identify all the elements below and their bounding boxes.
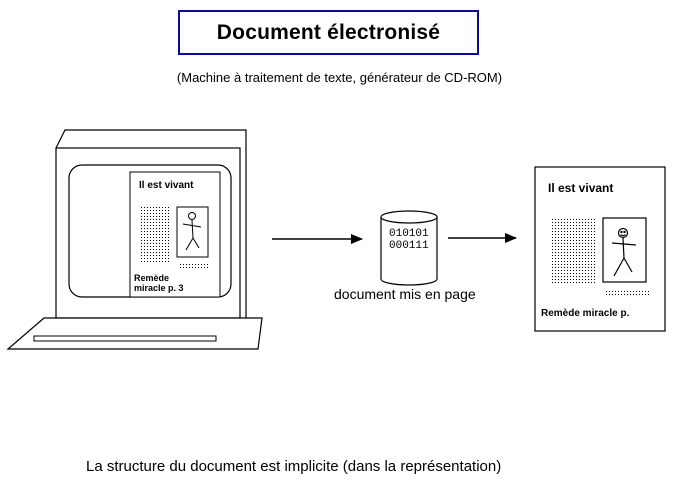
keyboard-spacebar	[33, 335, 217, 342]
printed-page-caption: Remède miracle p.	[541, 308, 630, 319]
computer-illustration: Il est vivant Remède miracle p. 3	[6, 129, 263, 350]
printed-text-block	[551, 218, 595, 284]
database-label-clip: document mis en page	[334, 286, 476, 302]
screen-text-block	[139, 207, 170, 262]
screen-image-caption-dots	[178, 262, 209, 268]
diagram-title: Document électronisé	[216, 20, 441, 44]
screen-stick-figure	[182, 212, 202, 251]
printed-page: Il est vivant Remède miracle p.	[534, 166, 666, 332]
screen-caption-line2: miracle p. 3	[134, 283, 184, 293]
database-cylinder: 010101 000111	[380, 210, 438, 286]
printed-image-caption-dots	[604, 290, 650, 297]
printed-image-frame	[602, 217, 647, 283]
database-label: document mis en page	[334, 286, 476, 302]
screen-page-headline: Il est vivant	[139, 180, 194, 191]
keyboard	[6, 317, 263, 350]
database-bits-line1: 010101	[389, 228, 429, 240]
title-box: Document électronisé	[178, 10, 479, 55]
screen-caption-line1: Remède	[134, 273, 169, 283]
diagram-footer: La structure du document est implicite (…	[86, 458, 502, 475]
database-bits-line2: 000111	[389, 240, 429, 252]
printed-stick-figure	[611, 227, 637, 277]
printed-page-headline: Il est vivant	[548, 181, 613, 195]
diagram-subtitle: (Machine à traitement de texte, générate…	[176, 70, 503, 85]
